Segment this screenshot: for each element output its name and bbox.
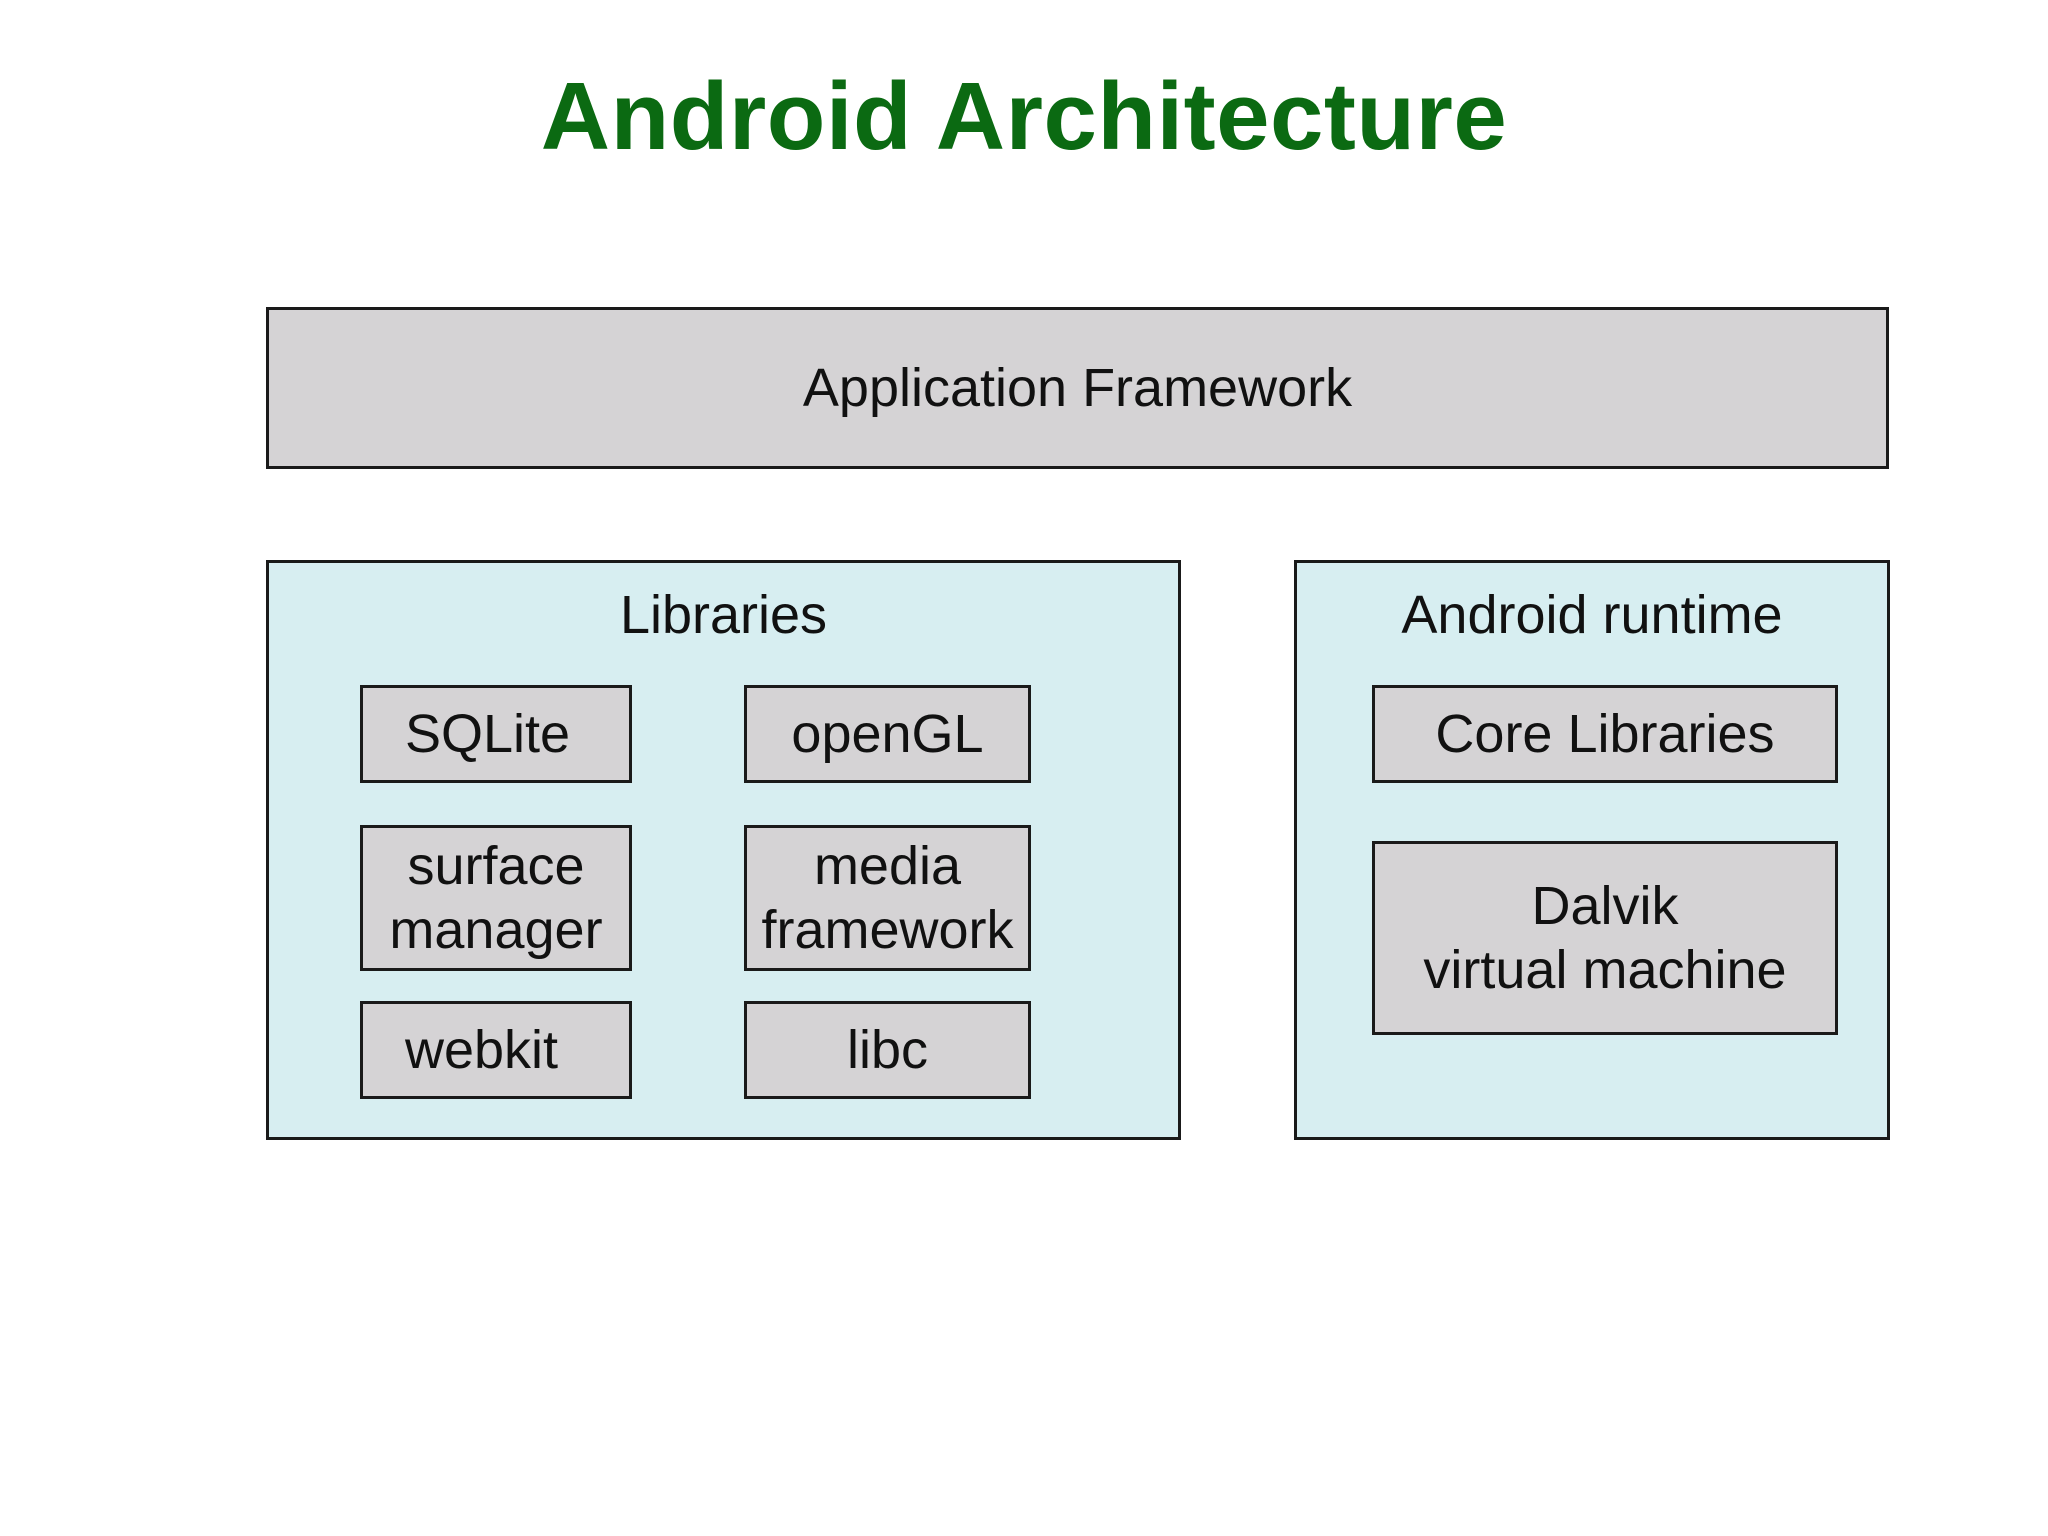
library-media-framework-label: media framework	[761, 836, 1014, 960]
page-title: Android Architecture	[540, 63, 1508, 170]
dalvik-vm-label: Dalvik virtual machine	[1423, 876, 1787, 1000]
library-opengl: openGL	[744, 685, 1031, 783]
library-webkit: webkit	[360, 1001, 632, 1099]
core-libraries-box: Core Libraries	[1372, 685, 1838, 783]
libraries-label: Libraries	[619, 585, 828, 645]
library-libc: libc	[744, 1001, 1031, 1099]
android-runtime-panel: Android runtime Core Libraries Dalvik vi…	[1294, 560, 1890, 1140]
library-surface-manager: surface manager	[360, 825, 632, 971]
application-framework-box: Application Framework	[266, 307, 1889, 469]
dalvik-vm-box: Dalvik virtual machine	[1372, 841, 1838, 1035]
library-opengl-label: openGL	[791, 704, 984, 764]
library-libc-label: libc	[846, 1020, 929, 1080]
libraries-panel: Libraries SQLite openGL surface manager …	[266, 560, 1181, 1140]
library-sqlite-label: SQLite	[405, 704, 571, 764]
application-framework-label: Application Framework	[802, 358, 1353, 418]
library-surface-manager-label: surface manager	[389, 836, 603, 960]
library-webkit-label: webkit	[405, 1020, 559, 1080]
android-runtime-label: Android runtime	[1401, 585, 1783, 645]
library-sqlite: SQLite	[360, 685, 632, 783]
library-media-framework: media framework	[744, 825, 1031, 971]
core-libraries-label: Core Libraries	[1435, 704, 1775, 764]
